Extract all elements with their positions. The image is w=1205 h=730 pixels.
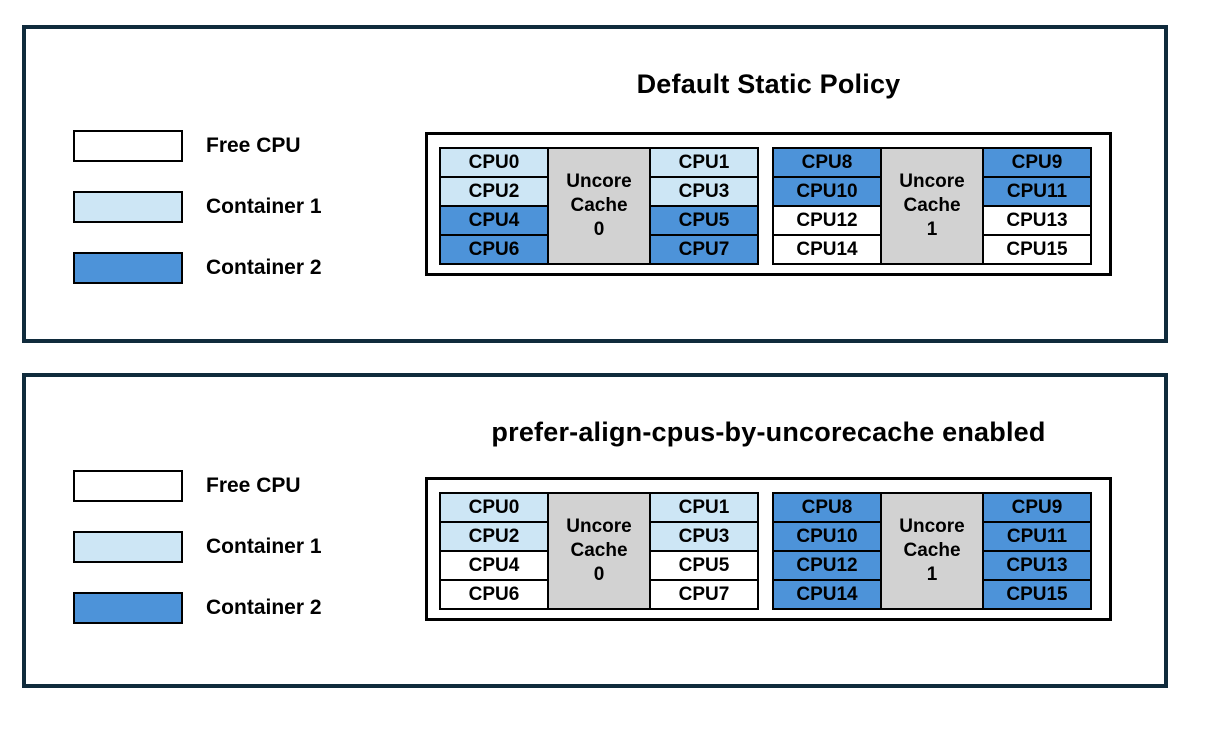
- cpu-cell: CPU14: [772, 579, 882, 610]
- cpu-cell: CPU10: [772, 176, 882, 207]
- cpu-cell: CPU7: [649, 579, 759, 610]
- panel-title: prefer-align-cpus-by-uncorecache enabled: [491, 417, 1046, 447]
- legend-item-container1: Container 1: [73, 191, 322, 223]
- cpu-cell: CPU1: [649, 492, 759, 523]
- cpu-column-left: CPU0 CPU2 CPU4 CPU6: [439, 492, 549, 610]
- cpu-column-left: CPU0 CPU2 CPU4 CPU6: [439, 147, 549, 265]
- legend-swatch-container1: [73, 191, 183, 223]
- uncore-cache-1-group: CPU8 CPU10 CPU12 CPU14 Uncore Cache 1 CP…: [772, 147, 1092, 265]
- cpu-cell: CPU12: [772, 205, 882, 236]
- legend-label: Container 2: [206, 256, 322, 279]
- legend-swatch-free: [73, 130, 183, 162]
- cpu-cell: CPU3: [649, 521, 759, 552]
- cpu-topology-diagram: CPU0 CPU2 CPU4 CPU6 Uncore Cache 0 CPU1 …: [425, 132, 1112, 276]
- uncore-cache-box: Uncore Cache 0: [547, 492, 651, 610]
- uncore-cache-0-group: CPU0 CPU2 CPU4 CPU6 Uncore Cache 0 CPU1 …: [439, 147, 759, 265]
- legend-swatch-free: [73, 470, 183, 502]
- panel-prefer-align-cpus-by-uncorecache: prefer-align-cpus-by-uncorecache enabled…: [22, 373, 1168, 688]
- cpu-cell: CPU13: [982, 205, 1092, 236]
- cpu-topology-diagram: CPU0 CPU2 CPU4 CPU6 Uncore Cache 0 CPU1 …: [425, 477, 1112, 621]
- cpu-cell: CPU9: [982, 147, 1092, 178]
- cpu-column-right: CPU9 CPU11 CPU13 CPU15: [982, 147, 1092, 265]
- legend-label: Container 1: [206, 195, 322, 218]
- legend-label: Free CPU: [206, 474, 301, 497]
- uncore-cache-1-group: CPU8 CPU10 CPU12 CPU14 Uncore Cache 1 CP…: [772, 492, 1092, 610]
- legend: Free CPU Container 1 Container 2: [73, 470, 322, 624]
- legend-swatch-container2: [73, 252, 183, 284]
- cpu-column-right: CPU1 CPU3 CPU5 CPU7: [649, 492, 759, 610]
- cpu-cell: CPU15: [982, 234, 1092, 265]
- legend-item-container2: Container 2: [73, 252, 322, 284]
- cpu-cell: CPU5: [649, 205, 759, 236]
- cpu-cell: CPU4: [439, 205, 549, 236]
- cpu-cell: CPU11: [982, 176, 1092, 207]
- uncore-cache-0-group: CPU0 CPU2 CPU4 CPU6 Uncore Cache 0 CPU1 …: [439, 492, 759, 610]
- cpu-column-left: CPU8 CPU10 CPU12 CPU14: [772, 492, 882, 610]
- cpu-column-right: CPU1 CPU3 CPU5 CPU7: [649, 147, 759, 265]
- panel-title: Default Static Policy: [636, 69, 901, 99]
- cpu-cell: CPU11: [982, 521, 1092, 552]
- uncore-cache-box: Uncore Cache 1: [880, 492, 984, 610]
- cpu-cell: CPU2: [439, 176, 549, 207]
- legend-label: Container 2: [206, 596, 322, 619]
- uncore-cache-box: Uncore Cache 0: [547, 147, 651, 265]
- cpu-cell: CPU14: [772, 234, 882, 265]
- cpu-cell: CPU6: [439, 579, 549, 610]
- legend-item-free-cpu: Free CPU: [73, 470, 322, 502]
- cpu-column-right: CPU9 CPU11 CPU13 CPU15: [982, 492, 1092, 610]
- uncore-cache-box: Uncore Cache 1: [880, 147, 984, 265]
- cpu-cell: CPU8: [772, 492, 882, 523]
- cpu-cell: CPU4: [439, 550, 549, 581]
- legend-item-container1: Container 1: [73, 531, 322, 563]
- cpu-cell: CPU2: [439, 521, 549, 552]
- cpu-cell: CPU7: [649, 234, 759, 265]
- cpu-cell: CPU10: [772, 521, 882, 552]
- legend-item-free-cpu: Free CPU: [73, 130, 322, 162]
- cpu-cell: CPU13: [982, 550, 1092, 581]
- cpu-cell: CPU12: [772, 550, 882, 581]
- cpu-cell: CPU0: [439, 147, 549, 178]
- cpu-cell: CPU1: [649, 147, 759, 178]
- legend-swatch-container1: [73, 531, 183, 563]
- cpu-cell: CPU3: [649, 176, 759, 207]
- cpu-cell: CPU6: [439, 234, 549, 265]
- legend-swatch-container2: [73, 592, 183, 624]
- legend: Free CPU Container 1 Container 2: [73, 130, 322, 284]
- legend-item-container2: Container 2: [73, 592, 322, 624]
- legend-label: Free CPU: [206, 134, 301, 157]
- cpu-cell: CPU15: [982, 579, 1092, 610]
- cpu-column-left: CPU8 CPU10 CPU12 CPU14: [772, 147, 882, 265]
- cpu-cell: CPU8: [772, 147, 882, 178]
- cpu-cell: CPU9: [982, 492, 1092, 523]
- legend-label: Container 1: [206, 535, 322, 558]
- panel-default-static-policy: Default Static Policy Free CPU Container…: [22, 25, 1168, 343]
- cpu-cell: CPU5: [649, 550, 759, 581]
- cpu-cell: CPU0: [439, 492, 549, 523]
